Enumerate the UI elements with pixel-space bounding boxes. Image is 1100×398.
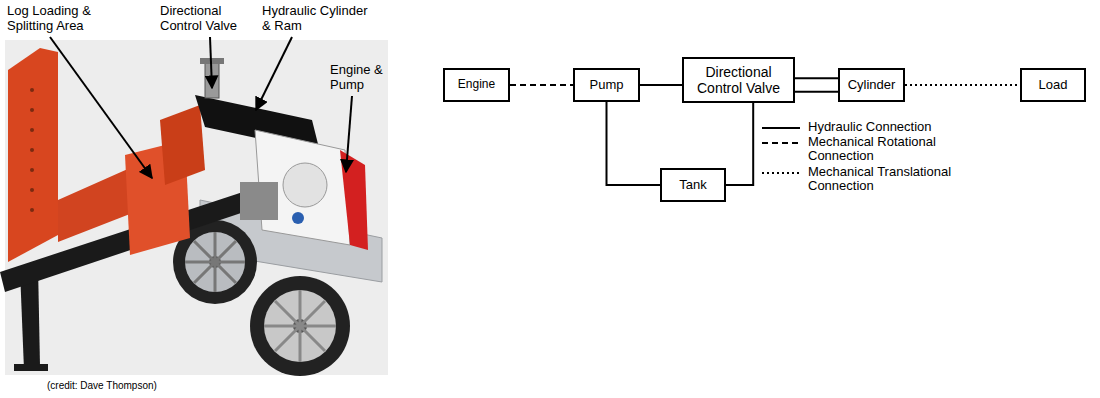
hydraulic-line-sample <box>762 127 800 129</box>
hydraulic-connector <box>726 103 753 185</box>
box-label: Pump <box>590 78 624 93</box>
log-tray <box>58 168 135 242</box>
process-box: Cylinder <box>838 68 905 102</box>
engine-flywheel <box>283 163 327 207</box>
hydraulic-connector <box>795 91 838 93</box>
box-label: Cylinder <box>848 78 896 93</box>
box-label: Tank <box>679 178 706 193</box>
translational-line-sample <box>762 172 800 174</box>
hydraulic-connector <box>607 102 661 185</box>
engine-cover <box>340 150 368 250</box>
part-label: Hydraulic Cylinder & Ram <box>262 3 374 33</box>
process-box: Pump <box>573 68 640 102</box>
front-wheel <box>250 276 350 376</box>
process-box: Directional Control Valve <box>682 57 795 103</box>
log-stop-plate <box>8 48 58 262</box>
part-label: Engine & Pump <box>330 62 400 92</box>
leader-arrows <box>50 37 352 178</box>
log-splitter-illustration <box>0 0 400 398</box>
process-box: Tank <box>660 168 726 202</box>
legend-text: Mechanical Translational Connection <box>808 165 973 193</box>
rotational-connector <box>510 84 573 86</box>
hydraulic-connector <box>795 77 838 79</box>
leg-foot <box>14 364 48 371</box>
pump-housing <box>240 182 278 220</box>
box-label: Directional Control Valve <box>688 64 789 96</box>
fuel-cap <box>292 212 304 224</box>
rotational-line-sample <box>762 142 800 144</box>
photo-credit: (credit: Dave Thompson) <box>47 380 227 392</box>
legend-text: Mechanical Rotational Connection <box>808 135 958 163</box>
ram-plate <box>160 105 205 185</box>
process-box: Engine <box>443 68 510 102</box>
box-label: Load <box>1039 78 1068 93</box>
process-box: Load <box>1020 68 1086 102</box>
hydraulic-connector <box>640 84 682 86</box>
part-label: Directional Control Valve <box>160 3 255 33</box>
legend-text: Hydraulic Connection <box>808 120 998 134</box>
part-label: Log Loading & Splitting Area <box>7 3 107 33</box>
translational-connector <box>905 84 1020 86</box>
plate-holes <box>30 88 34 212</box>
box-label: Engine <box>458 78 495 92</box>
